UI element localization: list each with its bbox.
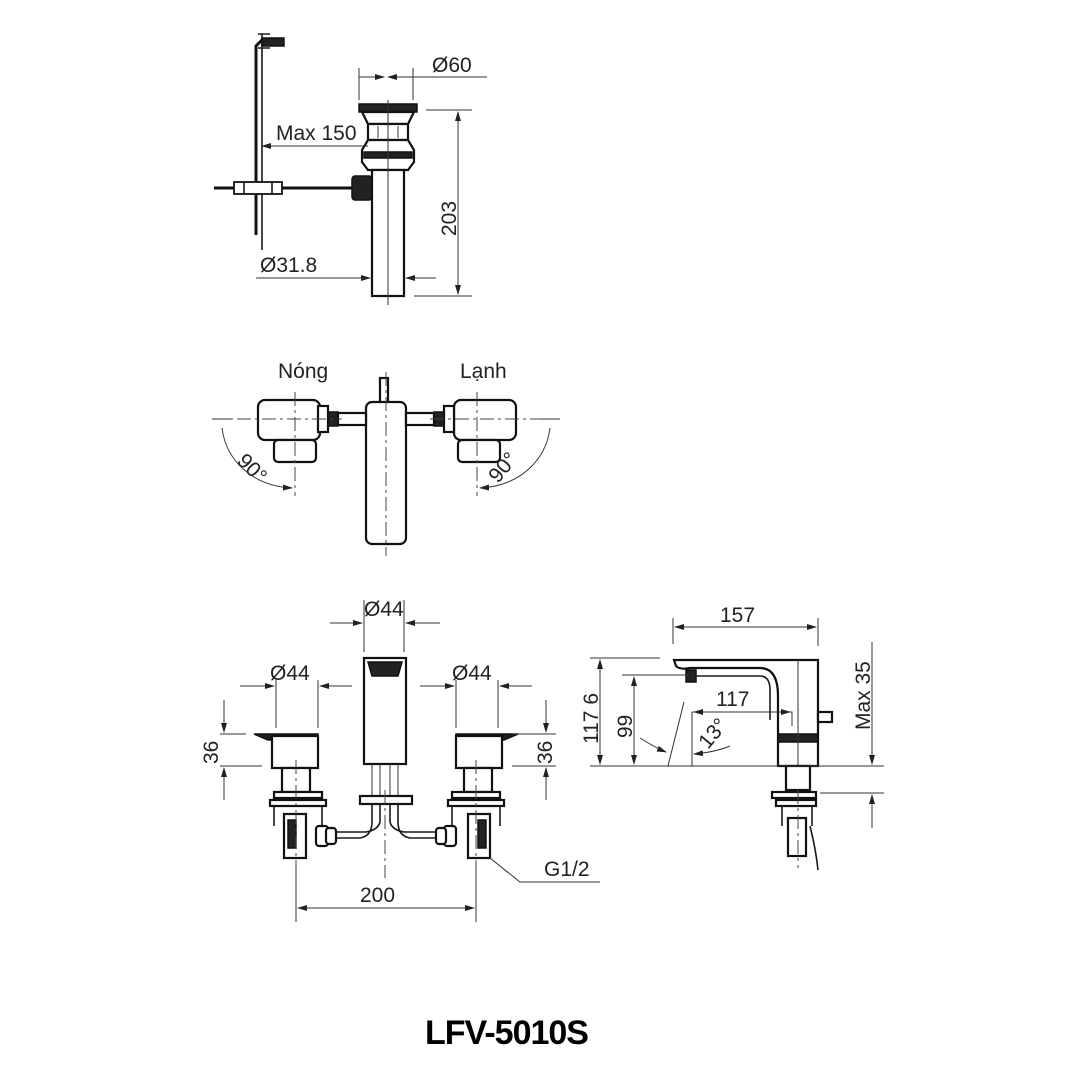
- label-dia-60: Ø60: [432, 54, 472, 77]
- drain-body: [358, 100, 418, 305]
- label-left-handle-dia: Ø44: [270, 662, 310, 685]
- dim-center-spacing: 200: [295, 866, 477, 922]
- front-view: Ø44 Ø44: [200, 598, 600, 922]
- label-99: 99: [614, 715, 637, 738]
- label-thread: G1/2: [544, 858, 590, 881]
- dim-spout-length: 157: [672, 604, 819, 646]
- label-117-6: 117 6: [580, 693, 603, 744]
- dim-max-150: Max 150: [261, 122, 368, 149]
- spout-side: [672, 658, 834, 871]
- label-hot: Nóng: [278, 360, 328, 383]
- label-cold: Lạnh: [460, 360, 507, 383]
- dim-outlet-height: 99: [614, 674, 688, 765]
- dim-height-203: 203: [414, 109, 472, 297]
- dim-dia-31-8: Ø31.8: [256, 254, 436, 281]
- model-title: LFV-5010S: [425, 1014, 588, 1052]
- label-spout-dia: Ø44: [364, 598, 404, 621]
- side-view: 157 117 6: [580, 604, 884, 871]
- lift-rod: [254, 33, 285, 250]
- label-max-150: Max 150: [276, 122, 357, 145]
- dim-deck-thickness: Max 35: [852, 642, 875, 828]
- label-200: 200: [360, 884, 395, 907]
- label-left-handle-height: 36: [200, 741, 223, 764]
- thread-leader: G1/2: [489, 857, 600, 883]
- hot-handle: 90°: [212, 392, 368, 496]
- top-view: Nóng Lạnh 90°: [212, 360, 560, 556]
- cold-handle: 90°: [404, 392, 560, 496]
- front-hot-handle: Ø44 36: [200, 662, 352, 870]
- label-dia-31-8: Ø31.8: [260, 254, 317, 277]
- label-max-35: Max 35: [852, 661, 875, 730]
- label-right-handle-height: 36: [534, 741, 557, 764]
- spout-front: [330, 656, 440, 878]
- label-117: 117: [716, 688, 749, 711]
- pivot-rod: [214, 175, 373, 201]
- dim-angle: 13°: [639, 714, 732, 757]
- label-right-handle-dia: Ø44: [452, 662, 492, 685]
- dim-reach: 117: [667, 688, 793, 767]
- label-157: 157: [720, 604, 755, 627]
- dim-dia-60: Ø60: [358, 54, 487, 100]
- dim-total-height: 117 6: [580, 657, 660, 765]
- label-203: 203: [438, 201, 461, 236]
- dim-spout-dia: Ø44: [330, 598, 440, 652]
- drain-view: Ø60 Max 150 203 Ø31.8: [214, 33, 487, 305]
